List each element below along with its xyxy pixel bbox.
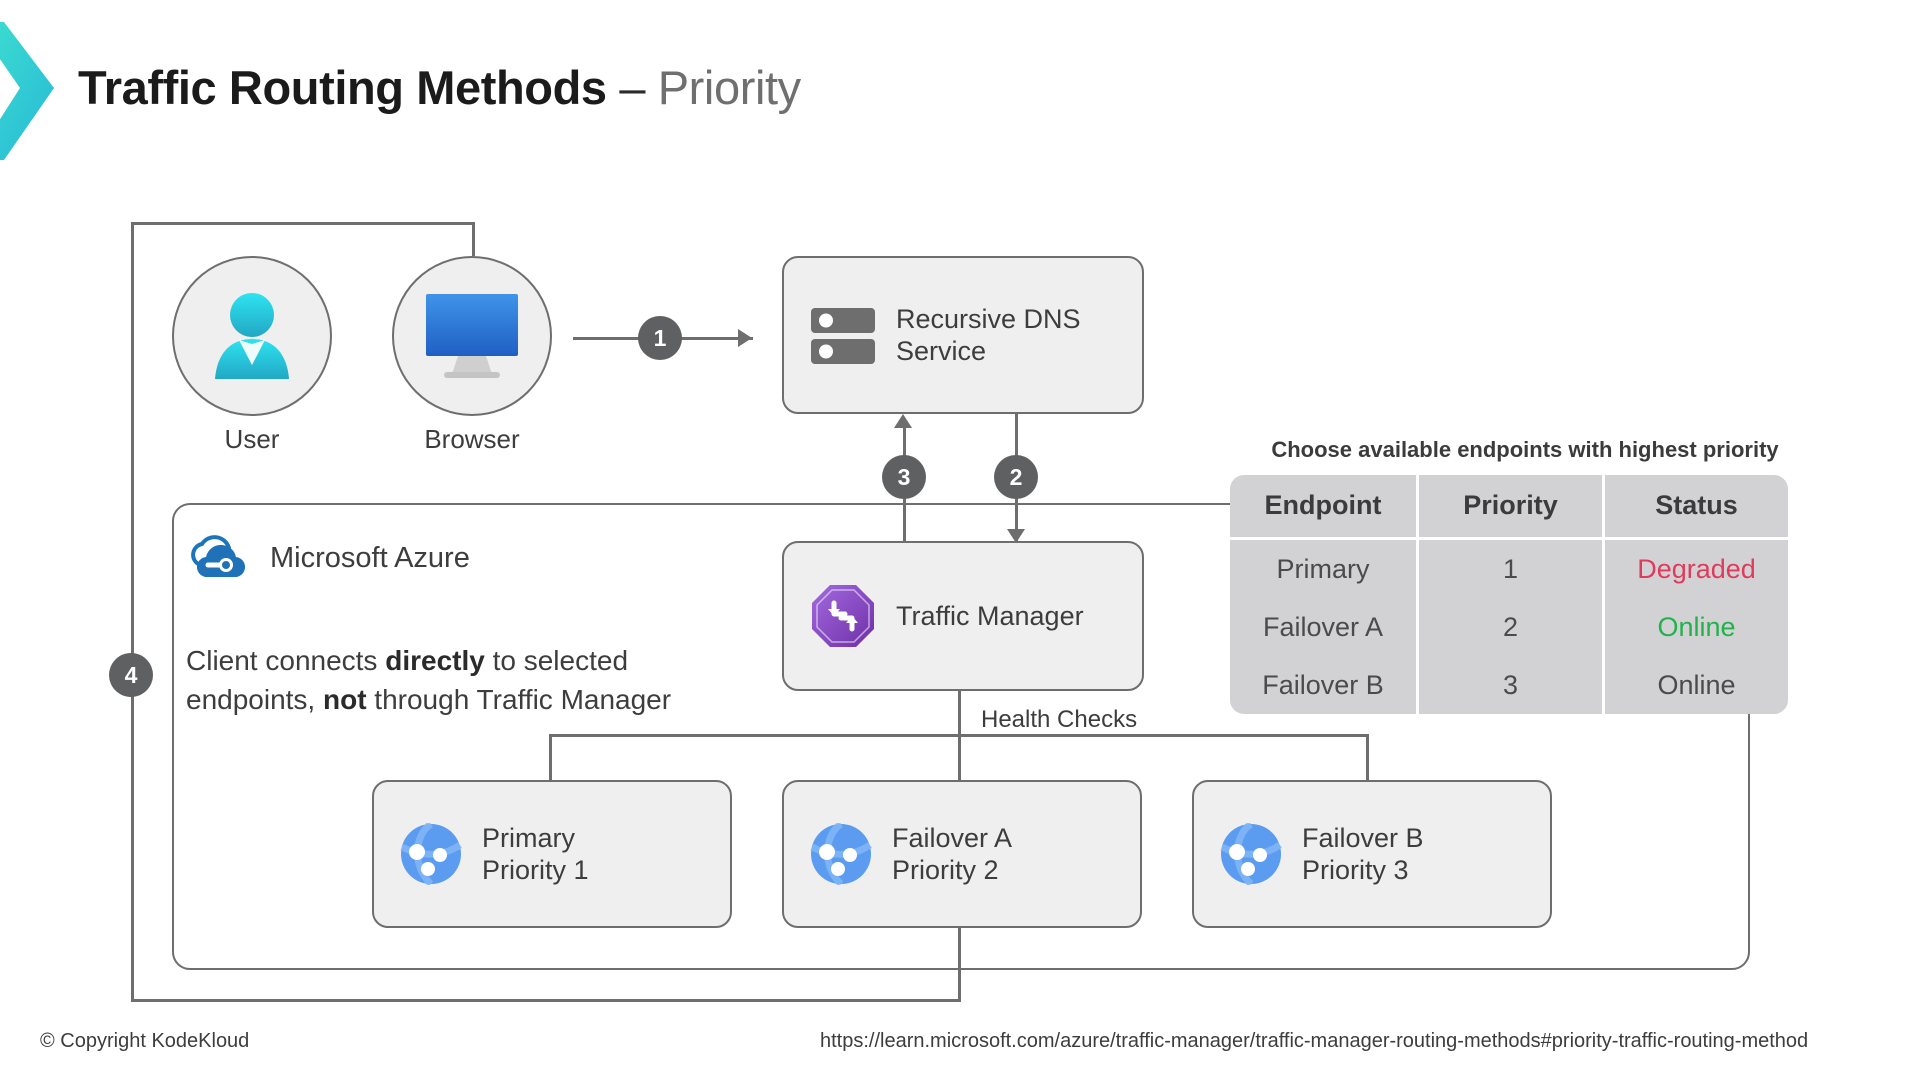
azure-brand: Microsoft Azure: [188, 532, 470, 584]
cell-priority: 2: [1416, 598, 1602, 656]
azure-note-prefix: Client connects: [186, 645, 386, 676]
azure-note-suffix: through Traffic Manager: [366, 683, 672, 715]
step-badge-2: 2: [994, 455, 1038, 499]
cell-priority: 3: [1416, 656, 1602, 714]
footer-copyright: © Copyright KodeKloud: [40, 1030, 250, 1052]
recursive-dns-label: Recursive DNS Service: [896, 303, 1081, 366]
traffic-manager-node: Traffic Manager: [782, 541, 1144, 691]
health-checks-label: Health Checks: [975, 706, 1144, 734]
azure-endpoint-globe-icon: [1220, 823, 1282, 885]
recursive-dns-node: Recursive DNS Service: [782, 256, 1144, 414]
top-edge: [0, 0, 1920, 7]
endpoint-label-failover-b: Failover B Priority 3: [1302, 822, 1424, 885]
connector-left-rail: [131, 222, 134, 1002]
azure-note-bold-not: not: [323, 683, 367, 715]
connector-healthcheck-right-drop: [1366, 734, 1369, 786]
table-row: Failover B 3 Online: [1230, 656, 1788, 714]
step-badge-1: 1: [638, 316, 682, 360]
connector-browser-stub: [472, 222, 475, 256]
endpoint-label-primary: Primary Priority 1: [482, 822, 589, 885]
cell-endpoint: Primary: [1230, 540, 1416, 598]
status-badge: Degraded: [1602, 540, 1788, 598]
kodekloud-chevron-icon: [0, 22, 54, 160]
arrow-to-dns-up-icon: [894, 414, 912, 428]
traffic-manager-label: Traffic Manager: [896, 600, 1084, 631]
title-subtitle: Priority: [657, 61, 801, 114]
cell-endpoint: Failover B: [1230, 656, 1416, 714]
connector-top-horizontal: [131, 222, 475, 225]
browser-circle: [392, 256, 552, 416]
server-stack-icon: [811, 308, 875, 364]
table-header-endpoint: Endpoint: [1230, 475, 1416, 540]
cell-priority: 1: [1416, 540, 1602, 598]
browser-label: Browser: [424, 424, 520, 454]
endpoint-label-failover-a: Failover A Priority 2: [892, 822, 1013, 885]
footer-link[interactable]: https://learn.microsoft.com/azure/traffi…: [820, 1030, 1809, 1052]
endpoint-status-table: Endpoint Priority Status Primary 1 Degra…: [1230, 475, 1788, 714]
table-caption: Choose available endpoints with highest …: [1271, 437, 1779, 462]
table-row: Failover A 2 Online: [1230, 598, 1788, 656]
azure-traffic-manager-icon: [812, 585, 874, 647]
azure-note-bold-directly: directly: [385, 645, 485, 676]
microsoft-azure-cloud-icon: [191, 535, 246, 578]
monitor-icon: [426, 294, 518, 378]
cell-endpoint: Failover A: [1230, 598, 1416, 656]
azure-note-mid: to selected endpoints,: [186, 645, 629, 715]
azure-boundary: [172, 503, 1750, 970]
connector-healthcheck-bus: [549, 734, 1369, 737]
endpoint-node-primary: Primary Priority 1: [372, 780, 732, 928]
azure-note: Client connects directly to selected end…: [186, 642, 706, 719]
endpoint-node-failover-a: Failover A Priority 2: [782, 780, 1142, 928]
step-badge-3: 3: [882, 455, 926, 499]
azure-endpoint-globe-icon: [400, 823, 462, 885]
title-main: Traffic Routing Methods: [78, 61, 620, 114]
connector-healthcheck-left-drop: [549, 734, 552, 786]
table-header-priority: Priority: [1416, 475, 1602, 540]
page-title: Traffic Routing Methods – Priority: [78, 60, 801, 115]
user-avatar-icon: [215, 293, 289, 379]
step-badge-4: 4: [109, 653, 153, 697]
table-row: Primary 1 Degraded: [1230, 540, 1788, 598]
status-badge: Online: [1602, 656, 1788, 714]
user-circle: [172, 256, 332, 416]
table-header-status: Status: [1602, 475, 1788, 540]
connector-bottom-horizontal: [131, 999, 961, 1002]
arrow-to-dns-icon: [738, 329, 752, 347]
title-dash: –: [619, 61, 658, 114]
user-label: User: [224, 424, 280, 454]
arrow-to-tm-down-icon: [1007, 529, 1025, 543]
azure-endpoint-globe-icon: [810, 823, 872, 885]
table-header-row: Endpoint Priority Status: [1230, 475, 1788, 540]
endpoint-node-failover-b: Failover B Priority 3: [1192, 780, 1552, 928]
status-badge: Online: [1602, 598, 1788, 656]
azure-brand-label: Microsoft Azure: [270, 541, 470, 574]
connector-healthcheck-trunk: [958, 691, 961, 807]
